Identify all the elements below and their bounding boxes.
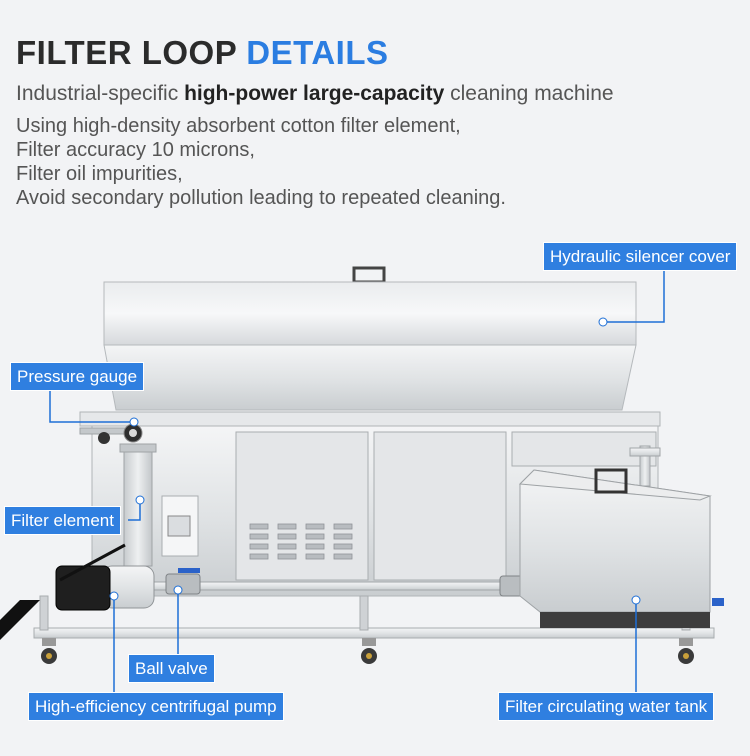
lid-handle xyxy=(352,266,386,284)
silencer-cover xyxy=(103,266,637,411)
intro-line: Industrial-specific high-power large-cap… xyxy=(16,82,614,106)
pump-motor xyxy=(55,565,111,611)
tank-base xyxy=(540,612,710,628)
centrifugal-pump xyxy=(0,543,155,640)
pressure-gauge-face xyxy=(129,429,137,437)
frame-leg xyxy=(39,595,49,631)
intro-prefix: Industrial-specific xyxy=(16,82,185,105)
feature-line: Filter accuracy 10 microns, xyxy=(16,139,255,161)
leader-dots xyxy=(109,317,641,605)
drain-valve xyxy=(712,598,724,606)
callout-filter-element: Filter element xyxy=(4,506,121,535)
power-cable xyxy=(0,600,40,640)
callout-ball-valve: Ball valve xyxy=(128,654,215,683)
feature-line: Filter oil impurities, xyxy=(16,163,183,185)
ball-valve-handle xyxy=(178,568,200,573)
callout-centrifugal-pump: High-efficiency centrifugal pump xyxy=(28,692,284,721)
tank-lid xyxy=(518,469,712,501)
filter-housing xyxy=(123,447,153,567)
callout-hydraulic-silencer-cover: Hydraulic silencer cover xyxy=(543,242,738,271)
intro-suffix: cleaning machine xyxy=(444,82,614,105)
cabinet-door-right xyxy=(373,431,507,581)
feature-line: Avoid secondary pollution leading to rep… xyxy=(16,187,506,209)
gauge-fitting xyxy=(98,432,110,444)
vent-grille xyxy=(249,523,353,560)
feature-line: Using high-density absorbent cotton filt… xyxy=(16,115,461,137)
title-part-main: FILTER LOOP xyxy=(16,34,247,71)
caster-wheel xyxy=(41,638,57,664)
breaker xyxy=(167,515,191,537)
tank-rim xyxy=(79,411,661,427)
tank-handle xyxy=(594,468,628,494)
caster-wheel xyxy=(361,638,377,664)
caster-wheel xyxy=(678,638,694,664)
ball-valve-body xyxy=(165,573,201,595)
leader-pressure xyxy=(49,388,134,423)
feature-lines: Using high-density absorbent cotton filt… xyxy=(16,114,506,210)
frame-leg xyxy=(359,595,369,631)
intro-bold: high-power large-capacity xyxy=(184,82,445,105)
pump-cable xyxy=(59,543,126,582)
filter-cap xyxy=(119,443,157,453)
frame-rail xyxy=(33,627,715,639)
main-pipe xyxy=(149,581,531,591)
page-title: FILTER LOOP DETAILS xyxy=(16,34,389,72)
title-part-accent: DETAILS xyxy=(246,34,389,71)
circulating-water-tank xyxy=(518,468,724,628)
leader-filter xyxy=(128,500,141,521)
callout-circulating-water-tank: Filter circulating water tank xyxy=(498,692,715,721)
leader-hydraulic xyxy=(603,268,665,323)
filter-element-assembly xyxy=(79,423,157,567)
return-pipe-elbow xyxy=(629,447,661,457)
lid-top xyxy=(103,281,637,346)
callout-pressure-gauge: Pressure gauge xyxy=(10,362,145,391)
lid-front xyxy=(103,344,637,411)
leader-lines xyxy=(49,268,665,694)
